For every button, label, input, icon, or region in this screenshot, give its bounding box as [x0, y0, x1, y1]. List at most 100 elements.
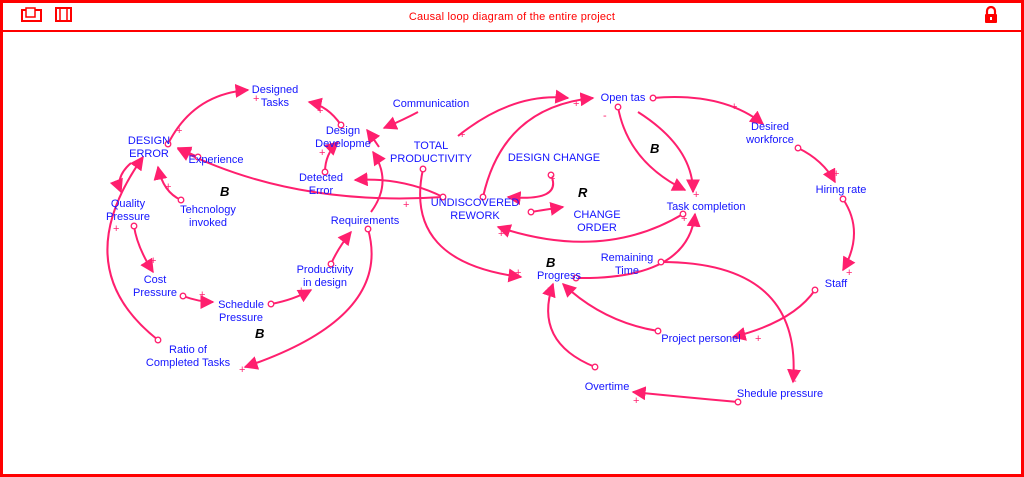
link-shedule-to-overtime	[631, 386, 739, 403]
link-req-to-ratio	[243, 228, 373, 370]
node-design-development[interactable]: Design Developme	[315, 125, 371, 150]
link-undisc-to-error	[176, 148, 444, 200]
polarity-4: -	[184, 144, 188, 156]
link-staff-to-personnel	[731, 289, 816, 341]
polarity-15: +	[113, 223, 119, 235]
node-cost-pressure[interactable]: Cost Pressure	[132, 274, 178, 299]
link-error-to-quality	[109, 162, 132, 194]
link-error-to-designed	[167, 83, 250, 145]
polarity-23: +	[693, 189, 699, 201]
title-bar: Causal loop diagram of the entire projec…	[3, 3, 1021, 32]
node-design-change[interactable]: DESIGN CHANGE	[507, 152, 601, 164]
polarity-21: +	[498, 228, 504, 240]
link-communication-to-designdev	[382, 111, 419, 130]
node-project-personnel[interactable]: Project personel	[661, 333, 741, 345]
polarity-20: +	[553, 204, 559, 216]
loop-label-b-right: B	[650, 141, 660, 156]
link-req-to-designdev	[370, 150, 386, 213]
node-task-completion[interactable]: Task completion	[666, 201, 746, 213]
polarity-19: +	[513, 193, 519, 205]
window-title: Causal loop diagram of the entire projec…	[408, 11, 616, 23]
node-remaining-time[interactable]: Remaining Time	[600, 252, 654, 277]
polarity-1: +	[176, 125, 182, 137]
link-taskcompl-to-undisc	[496, 213, 684, 243]
link-schedule-to-prodindesign	[270, 289, 313, 305]
node-hiring-rate[interactable]: Hiring rate	[815, 184, 867, 196]
polarity-3: +	[317, 105, 323, 117]
link-cost-to-schedule	[182, 294, 215, 309]
link-undisc-to-opentasks	[482, 92, 595, 198]
link-totalprod-to-progress	[419, 168, 523, 283]
link-opentasks-to-taskcompl-2	[637, 111, 700, 194]
node-technology-involved[interactable]: Tehcnology invoked	[180, 204, 236, 229]
link-designchange-to-undisc	[506, 174, 555, 206]
polarity-14: +	[239, 364, 245, 376]
node-change-order[interactable]: CHANGE ORDER	[573, 209, 621, 234]
polarity-33: +	[681, 213, 687, 225]
polarity-27: +	[755, 333, 761, 345]
link-undisc-to-detected	[353, 172, 444, 198]
node-designed-tasks[interactable]: Designed Tasks	[251, 84, 299, 109]
node-schedule-pressure[interactable]: Schedule Pressure	[218, 299, 264, 324]
node-progress[interactable]: Progress	[536, 270, 582, 282]
node-overtime[interactable]: Overtime	[584, 381, 630, 393]
link-personnel-to-progress	[561, 283, 659, 332]
link-totalprod-to-opentasks	[457, 89, 570, 137]
link-overtime-to-progress	[542, 282, 596, 368]
link-quality-to-cost	[133, 225, 154, 274]
polarity-24: +	[731, 101, 737, 113]
diagram-canvas: + + + - + + + + + + + + - + + + + + + +	[3, 32, 1021, 474]
node-total-productivity[interactable]: TOTAL PRODUCTIVITY	[390, 140, 472, 165]
link-remaining-to-shedule	[660, 261, 802, 384]
polarity-22: -	[603, 110, 607, 122]
link-opentasks-to-workforce	[652, 96, 765, 125]
link-ratio-to-error	[106, 155, 159, 341]
window-left-icon[interactable]	[21, 7, 43, 23]
link-opentasks-to-taskcompl	[617, 106, 687, 191]
loop-label-b-left: B	[220, 184, 230, 199]
polarity-6: +	[359, 175, 365, 187]
polarity-12: +	[298, 285, 304, 297]
polarity-17: +	[573, 98, 579, 110]
node-staff[interactable]: Staff	[824, 278, 848, 290]
links-layer: + + + - + + + + + + + + - + + + + + + +	[106, 83, 856, 407]
node-requirements[interactable]: Requirements	[330, 215, 400, 227]
node-desired-workforce[interactable]: Desired workforce	[746, 121, 794, 146]
link-designdev-to-designed	[307, 97, 342, 126]
window-right-icon[interactable]	[55, 7, 73, 23]
polarity-31: +	[633, 395, 639, 407]
node-ratio-completed[interactable]: Ratio of Completed Tasks	[145, 344, 231, 369]
link-totalprod-to-designdev	[366, 128, 381, 148]
polarity-11: +	[199, 289, 205, 301]
polarity-13: -	[346, 228, 350, 240]
polarity-28: +	[565, 285, 571, 297]
node-open-tasks[interactable]: Open tas	[600, 92, 646, 104]
polarity-2: +	[253, 93, 259, 105]
node-quality-pressure[interactable]: Quality Pressure	[105, 198, 151, 223]
node-experience[interactable]: Experience	[188, 154, 244, 166]
loop-label-b-center: B	[546, 255, 556, 270]
polarity-30: -	[793, 375, 797, 387]
lock-icon[interactable]	[983, 6, 999, 24]
link-hiring-to-staff	[842, 198, 856, 272]
polarity-8: +	[165, 181, 171, 193]
polarity-16: +	[459, 129, 465, 141]
node-undiscovered-rework[interactable]: UNDISCOVERED REWORK	[430, 197, 520, 222]
node-design-error[interactable]: DESIGN ERROR	[127, 135, 171, 160]
polarity-18: +	[549, 173, 555, 185]
link-workforce-to-hiring	[797, 147, 836, 184]
node-communication[interactable]: Communication	[392, 98, 470, 110]
loop-label-r-center: R	[578, 185, 588, 200]
loop-label-b-bottom: B	[255, 326, 265, 341]
polarity-5: +	[319, 147, 325, 159]
node-shedule-pressure[interactable]: Shedule pressure	[736, 388, 824, 400]
node-productivity-in-design[interactable]: Productivity in design	[296, 264, 354, 289]
node-detected-error[interactable]: Detected Error	[298, 172, 344, 197]
polarity-26: +	[846, 267, 852, 279]
polarity-29: +	[515, 267, 521, 279]
polarity-32: +	[545, 285, 551, 297]
polarity-7: +	[403, 199, 409, 211]
polarity-9: +	[116, 183, 122, 195]
polarity-10: +	[150, 255, 156, 267]
